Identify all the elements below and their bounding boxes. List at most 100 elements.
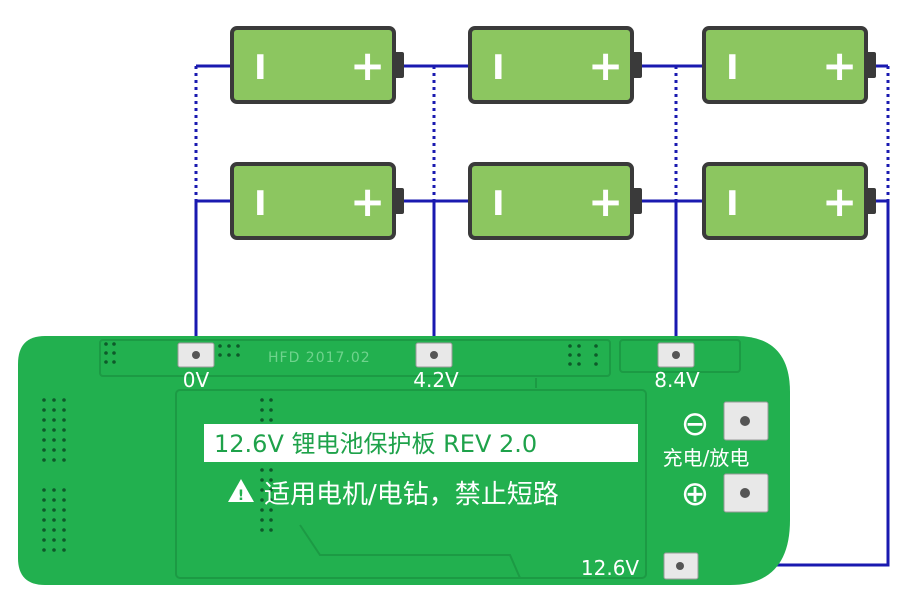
battery-cell: I+ bbox=[702, 26, 876, 104]
battery-terminal bbox=[866, 188, 876, 214]
battery-cell: I+ bbox=[230, 162, 404, 240]
pad-4v2 bbox=[415, 342, 453, 368]
battery-cell: I+ bbox=[702, 162, 876, 240]
via-hole bbox=[42, 528, 46, 532]
via-hole bbox=[52, 398, 56, 402]
battery-array: I+I+I+I+I+I+ bbox=[230, 26, 876, 240]
via-hole bbox=[42, 488, 46, 492]
via-hole bbox=[42, 408, 46, 412]
title-label-bg bbox=[204, 424, 638, 462]
via-hole bbox=[62, 408, 66, 412]
via-hole bbox=[104, 351, 108, 355]
via-hole bbox=[568, 344, 572, 348]
via-hole bbox=[577, 344, 581, 348]
via-hole bbox=[269, 488, 273, 492]
via-hole bbox=[42, 498, 46, 502]
via-hole bbox=[112, 360, 116, 364]
via-hole bbox=[236, 344, 240, 348]
negative-terminal-icon: I bbox=[726, 184, 739, 224]
pcb-trace bbox=[299, 524, 521, 579]
via-hole bbox=[260, 408, 264, 412]
svg-text:!: ! bbox=[238, 488, 244, 504]
via-hole bbox=[594, 344, 598, 348]
via-hole bbox=[104, 342, 108, 346]
pad-12v6 bbox=[663, 552, 699, 580]
via-hole bbox=[269, 408, 273, 412]
warning-triangle-icon: ! bbox=[228, 479, 254, 504]
via-hole bbox=[260, 518, 264, 522]
via-hole bbox=[269, 468, 273, 472]
via-hole bbox=[52, 498, 56, 502]
via-hole bbox=[568, 353, 572, 357]
negative-terminal-icon: I bbox=[492, 184, 505, 224]
warning-text: 适用电机/电钻，禁止短路 bbox=[264, 480, 559, 510]
via-hole bbox=[42, 548, 46, 552]
battery-terminal bbox=[394, 52, 404, 78]
via-hole bbox=[62, 528, 66, 532]
via-hole bbox=[104, 360, 108, 364]
via-hole bbox=[218, 344, 222, 348]
via-hole bbox=[62, 428, 66, 432]
via-hole bbox=[52, 438, 56, 442]
positive-terminal-icon: + bbox=[350, 41, 385, 90]
via-hole bbox=[62, 548, 66, 552]
positive-terminal-icon: + bbox=[588, 177, 623, 226]
pad-minus bbox=[723, 401, 769, 441]
via-hole bbox=[260, 418, 264, 422]
via-hole bbox=[42, 538, 46, 542]
via-hole bbox=[42, 508, 46, 512]
via-hole bbox=[52, 448, 56, 452]
via-hole bbox=[227, 353, 231, 357]
via-hole bbox=[52, 428, 56, 432]
via-hole bbox=[42, 438, 46, 442]
negative-terminal-icon: I bbox=[254, 184, 267, 224]
via-hole bbox=[260, 478, 264, 482]
pad-0v bbox=[177, 342, 215, 368]
pcb-copper-region bbox=[619, 339, 741, 373]
via-hole bbox=[52, 528, 56, 532]
via-hole bbox=[269, 528, 273, 532]
positive-terminal-icon: + bbox=[822, 177, 857, 226]
via-hole bbox=[42, 398, 46, 402]
minus-icon: ⊖ bbox=[681, 404, 710, 444]
via-hole bbox=[52, 408, 56, 412]
via-hole bbox=[62, 508, 66, 512]
via-hole bbox=[260, 398, 264, 402]
battery-terminal bbox=[632, 188, 642, 214]
via-hole bbox=[260, 498, 264, 502]
battery-terminal bbox=[394, 188, 404, 214]
battery-cell: I+ bbox=[468, 162, 642, 240]
via-hole bbox=[62, 538, 66, 542]
battery-terminal bbox=[632, 52, 642, 78]
battery-cell: I+ bbox=[230, 26, 404, 104]
plus-icon: ⊕ bbox=[681, 474, 710, 514]
charge-discharge-label: 充电/放电 bbox=[663, 446, 750, 470]
via-hole bbox=[52, 518, 56, 522]
positive-terminal-icon: + bbox=[822, 41, 857, 90]
via-hole bbox=[42, 458, 46, 462]
battery-terminal bbox=[866, 52, 876, 78]
via-hole bbox=[568, 362, 572, 366]
via-hole bbox=[62, 418, 66, 422]
via-hole bbox=[42, 418, 46, 422]
negative-terminal-icon: I bbox=[492, 48, 505, 88]
via-hole bbox=[52, 508, 56, 512]
via-hole bbox=[260, 468, 264, 472]
via-hole bbox=[52, 538, 56, 542]
via-hole bbox=[260, 508, 264, 512]
via-hole bbox=[260, 488, 264, 492]
via-hole bbox=[62, 518, 66, 522]
battery-cell: I+ bbox=[468, 26, 642, 104]
board-title: 12.6V 锂电池保护板 REV 2.0 bbox=[214, 430, 537, 458]
via-hole bbox=[52, 418, 56, 422]
via-hole bbox=[52, 458, 56, 462]
via-hole bbox=[62, 398, 66, 402]
via-hole bbox=[62, 458, 66, 462]
pad-8v4 bbox=[657, 342, 695, 368]
via-hole bbox=[112, 351, 116, 355]
via-hole bbox=[62, 448, 66, 452]
negative-terminal-icon: I bbox=[726, 48, 739, 88]
label-0v: 0V bbox=[183, 368, 210, 392]
via-hole bbox=[62, 488, 66, 492]
label-12v6: 12.6V bbox=[581, 556, 640, 580]
